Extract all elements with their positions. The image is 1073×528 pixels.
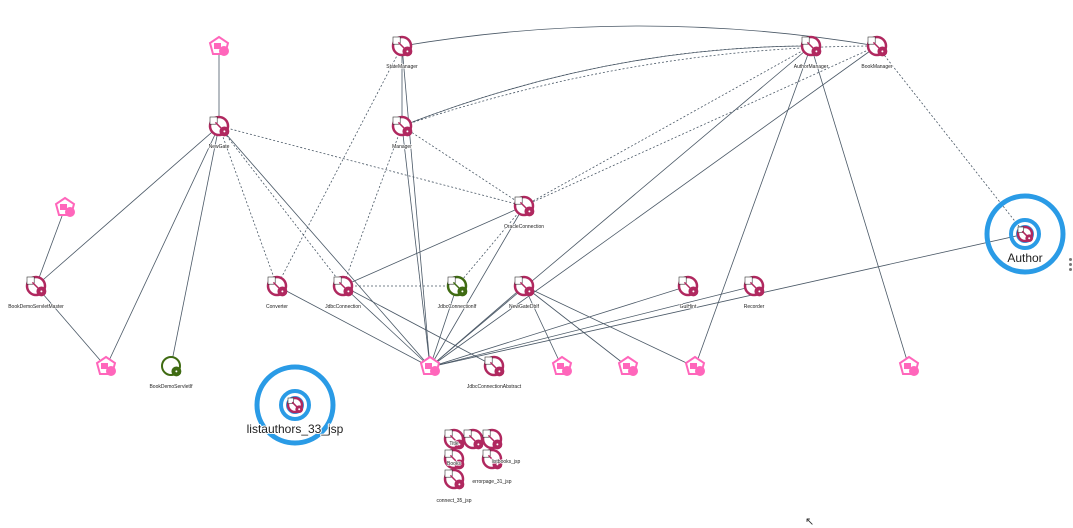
highlight-ring-icon (254, 364, 336, 446)
node-label: listbooks_jsp (492, 459, 521, 465)
node-label: Manager (392, 144, 412, 150)
edge-newgatedbif-p4[interactable] (429, 285, 525, 368)
edge-authormanager-p7[interactable] (694, 45, 812, 368)
node-p7[interactable] (684, 355, 706, 376)
node-label: JdbcConnectionIf (438, 304, 477, 310)
node-author[interactable] (984, 193, 1066, 275)
edge-newgatedbif-p5[interactable] (523, 285, 563, 368)
edge-newgate-p4[interactable] (218, 125, 431, 368)
node-label: OracleConnection (504, 224, 544, 230)
node-listauthors[interactable] (254, 364, 336, 446)
highlight-ring-icon (984, 193, 1066, 275)
node-bookdemoservletif[interactable] (161, 356, 182, 377)
node-newgate[interactable] (208, 115, 230, 137)
nodes-layer (25, 35, 1066, 490)
node-guihint[interactable] (677, 275, 699, 297)
edge-manager-oracleconnection[interactable] (401, 125, 525, 207)
edge-manager-bookmanager[interactable] (401, 45, 878, 127)
node-label: BookDemoServletMaster (8, 304, 64, 310)
node-authormanager[interactable] (800, 35, 822, 57)
node-label: BookManager (861, 64, 892, 70)
edge-bookmanager-author[interactable] (876, 45, 1026, 235)
edge-manager-p4[interactable] (401, 125, 431, 368)
node-p8[interactable] (898, 355, 920, 376)
node-label: connect_35_jsp (436, 498, 471, 504)
node-c_listbooks[interactable] (481, 428, 503, 450)
node-label: NewGate (209, 144, 230, 150)
node-label: BookDemoServletIf (149, 384, 193, 390)
edge-p2-bookdemoservletmaster[interactable] (35, 207, 66, 287)
edges-layer (35, 25, 1026, 368)
edge-recorder-p4[interactable] (429, 285, 755, 368)
node-label: Books (447, 461, 461, 467)
node-c_a[interactable] (462, 428, 484, 450)
edge-oracleconnection-jdbcconnection[interactable] (342, 205, 525, 287)
node-manager[interactable] (391, 115, 413, 137)
edge-newgate-converter[interactable] (218, 125, 278, 287)
mouse-cursor-icon: ↖ (805, 516, 815, 528)
node-label: AuthorManager (794, 64, 829, 70)
node-c_connect[interactable] (443, 468, 465, 490)
node-c_books[interactable] (443, 448, 465, 470)
edge-oracleconnection-jdbcconnectionif[interactable] (456, 205, 525, 287)
highlight-ring-icon (279, 389, 311, 421)
edge-converter-p4[interactable] (276, 285, 431, 368)
edge-bookmanager-p4[interactable] (429, 45, 878, 368)
node-bookmanager[interactable] (866, 35, 888, 57)
node-jdbcconnectionif[interactable] (446, 275, 468, 297)
node-jdbcconnection[interactable] (332, 275, 354, 297)
edge-guihint-p4[interactable] (429, 285, 689, 368)
node-label: JdbcConnection (325, 304, 361, 310)
node-label: Recorder (744, 304, 765, 310)
node-label: Author (1007, 251, 1042, 265)
node-p4[interactable] (419, 355, 441, 376)
node-p6[interactable] (617, 355, 639, 376)
node-c_errorpage[interactable] (481, 448, 503, 470)
node-label: listauthors_33_jsp (247, 422, 344, 436)
panel-resize-handle[interactable] (1069, 258, 1073, 274)
node-label: Title (449, 441, 458, 447)
edge-newgate-p3[interactable] (105, 125, 220, 368)
edge-statemanager-converter[interactable] (276, 45, 403, 287)
node-p1[interactable] (208, 35, 230, 56)
node-recorder[interactable] (743, 275, 765, 297)
edge-statemanager-p4[interactable] (401, 45, 431, 368)
highlight-ring-icon (1009, 218, 1041, 250)
edge-newgate-bookdemoservletif[interactable] (170, 125, 220, 367)
node-label: errorpage_31_jsp (472, 479, 511, 485)
edge-author-p4[interactable] (429, 233, 1026, 368)
node-bookdemoservletmaster[interactable] (25, 275, 47, 297)
node-newgatedbif[interactable] (513, 275, 535, 297)
edge-bookdemoservletmaster-p3[interactable] (35, 285, 107, 368)
edge-manager-jdbcconnection[interactable] (342, 125, 403, 287)
node-jdbcconnectionabstract[interactable] (483, 355, 505, 377)
edge-manager-authormanager[interactable] (401, 45, 812, 127)
edge-newgatedbif-p6[interactable] (523, 285, 629, 368)
node-label: StateManager (386, 64, 418, 70)
node-p5[interactable] (551, 355, 573, 376)
edge-newgate-oracleconnection[interactable] (218, 125, 525, 207)
edge-oracleconnection-p4[interactable] (429, 205, 525, 368)
node-statemanager[interactable] (391, 35, 413, 57)
node-label: JdbcConnectionAbstract (467, 384, 522, 390)
edge-authormanager-p4[interactable] (429, 45, 812, 368)
edge-manager-authormanager[interactable] (401, 45, 812, 127)
edge-jdbcconnection-p4[interactable] (342, 285, 431, 368)
node-label: Converter (266, 304, 288, 310)
edge-newgate-jdbcconnection[interactable] (218, 125, 344, 287)
node-converter[interactable] (266, 275, 288, 297)
edge-authormanager-oracleconnection[interactable] (523, 45, 812, 207)
node-oracleconnection[interactable] (513, 195, 535, 217)
node-p2[interactable] (54, 196, 76, 217)
edge-authormanager-p8[interactable] (810, 45, 910, 368)
edge-bookmanager-oracleconnection[interactable] (523, 45, 878, 207)
edge-newgate-bookdemoservletmaster[interactable] (35, 125, 220, 287)
node-p3[interactable] (95, 355, 117, 376)
node-label: GuiHint (680, 304, 697, 310)
node-label: NewGateDbIf (509, 304, 540, 310)
